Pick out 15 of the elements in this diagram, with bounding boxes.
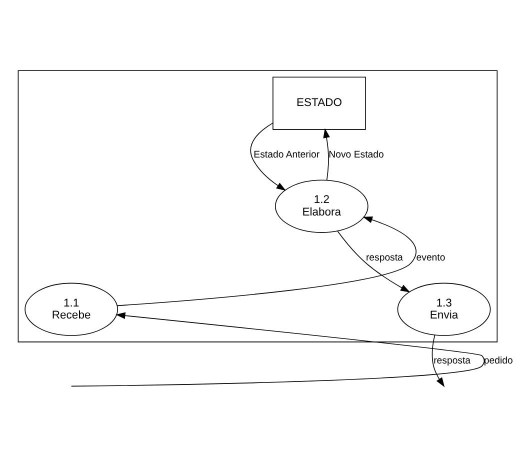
node-box: ESTADO (272, 76, 366, 130)
arrow (250, 122, 286, 191)
node-ellipse: 1.1 Recebe (24, 282, 118, 336)
edge-label: Novo Estado (328, 149, 384, 160)
arrow (71, 312, 485, 387)
edge-label: pedido (484, 355, 513, 366)
arrow (337, 230, 410, 292)
arrow (117, 216, 416, 306)
arrow (323, 128, 330, 181)
arrow (432, 334, 445, 388)
edge-label: Estado Anterior (254, 149, 320, 160)
edge-label: resposta (434, 355, 471, 366)
edge-label: resposta (366, 252, 403, 264)
cluster (18, 70, 498, 342)
edge-label: evento (416, 252, 446, 264)
